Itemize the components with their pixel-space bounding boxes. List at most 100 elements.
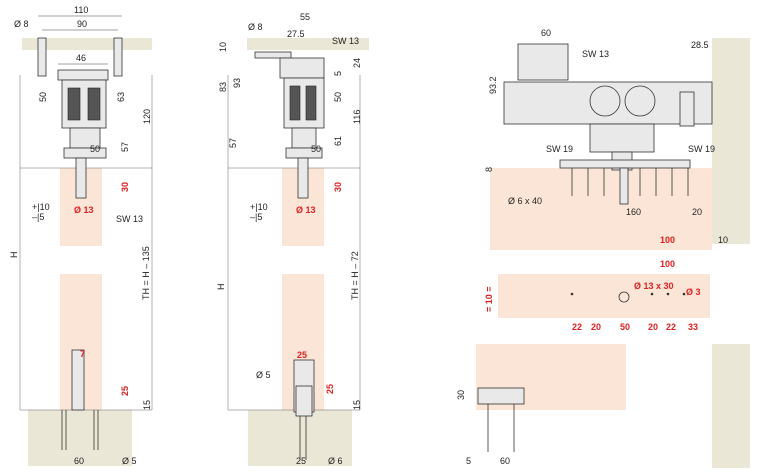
label-h: H	[9, 252, 19, 259]
label-sw13: SW 13	[582, 49, 609, 59]
dim-100: 100	[660, 259, 675, 269]
label-phi3: Ø 3	[686, 287, 701, 297]
mounting-plate	[559, 159, 691, 169]
dim-57: 57	[228, 138, 238, 148]
dim-27-5: 27.5	[287, 29, 305, 39]
label-sw13: SW 13	[116, 214, 143, 224]
end-stop	[679, 91, 695, 127]
dim-160: 160	[626, 207, 641, 217]
dim-61: 61	[333, 136, 343, 146]
dim-bottom-22a: 22	[572, 322, 582, 332]
dim-25-side: 25	[325, 384, 335, 394]
pilot-hole	[666, 292, 670, 296]
dim-100: 100	[660, 235, 675, 245]
door-panel	[490, 168, 712, 250]
floor-screws	[61, 410, 99, 450]
dim-bottom-20a: 20	[591, 322, 601, 332]
dim-30: 30	[333, 182, 343, 192]
dim-5: 5	[333, 71, 343, 76]
label-sw13: SW 13	[332, 36, 359, 46]
pilot-hole	[682, 292, 686, 296]
floor-area	[28, 410, 132, 466]
tolerance-plus: +|10	[250, 202, 268, 212]
wheel-right	[87, 87, 101, 121]
dim-25: 25	[120, 386, 130, 396]
tolerance-plus: +|10	[32, 202, 50, 212]
wall-block	[712, 344, 750, 468]
view-2-side-elevation: 55 Ø 8 27.5 SW 13 10 83 93 24 5 50 116 5…	[216, 12, 369, 466]
dim-57: 57	[120, 142, 130, 152]
label-screw: Ø 6 x 40	[508, 196, 542, 206]
wood-screws	[571, 168, 689, 196]
hanger-bolt	[297, 157, 309, 199]
wall-block	[712, 38, 750, 244]
view-1-front-elevation: 110 90 Ø 8 46 50 63 120 50 57 30 +|10 –|…	[9, 5, 153, 466]
hanger-body	[589, 123, 655, 153]
floor-screw	[299, 416, 307, 460]
dim-30: 30	[456, 390, 466, 400]
side-bolt	[254, 51, 292, 59]
guide-block	[477, 387, 525, 405]
label-sw19-right: SW 19	[688, 144, 715, 154]
dim-90: 90	[77, 19, 87, 29]
center-bolt	[619, 167, 629, 205]
dim-phi13: Ø 13	[296, 205, 316, 215]
dim-50b: 50	[90, 144, 100, 154]
guide-pin	[295, 385, 313, 417]
bolt-right	[113, 37, 123, 77]
dim-93: 93	[232, 78, 242, 88]
wall-bracket	[517, 43, 569, 81]
wheel-left	[67, 87, 81, 121]
dim-25-top: 25	[297, 350, 307, 360]
dim-phi8: Ø 8	[248, 22, 263, 32]
dim-28-5: 28.5	[691, 40, 709, 50]
tolerance-minus: –|5	[250, 212, 262, 222]
dim-83: 83	[218, 82, 228, 92]
rail-plate	[279, 57, 325, 79]
view-4-drill-pattern: 100 Ø 13 x 30 Ø 3 = 10 = 22 20 50 20 22 …	[484, 259, 710, 332]
rail-plate	[57, 69, 109, 81]
dim-phi5: Ø 5	[122, 456, 137, 466]
dim-46: 46	[76, 53, 86, 63]
view-5-floor-guide: 30 5 60	[456, 344, 750, 468]
tolerance-minus: –|5	[32, 212, 44, 222]
dim-8: 8	[484, 167, 494, 172]
wheel-right	[305, 85, 317, 121]
dim-10: = 10 =	[484, 286, 494, 312]
dim-phi8: Ø 8	[14, 19, 29, 29]
label-hole: Ø 13 x 30	[634, 281, 674, 291]
dim-phi13: Ø 13	[74, 205, 94, 215]
dim-30: 30	[120, 182, 130, 192]
dim-bottom-50: 50	[620, 322, 630, 332]
panel-top-edge	[498, 274, 710, 318]
dim-bottom-20b: 20	[648, 322, 658, 332]
pilot-hole	[650, 292, 654, 296]
dim-bottom-33: 33	[688, 322, 698, 332]
bolt-left	[37, 37, 47, 77]
floor-guide	[71, 349, 85, 411]
wheel-1	[589, 85, 621, 117]
dim-20: 20	[692, 207, 702, 217]
dim-116: 116	[352, 110, 362, 124]
dim-15: 15	[352, 400, 362, 410]
wall-strip	[247, 38, 369, 50]
label-th: TH = H – 72	[350, 251, 360, 300]
dim-24: 24	[352, 58, 362, 68]
dim-50b: 50	[311, 144, 321, 154]
dim-60: 60	[74, 456, 84, 466]
dim-110: 110	[74, 5, 88, 15]
dim-15: 15	[142, 400, 152, 410]
dim-25-bottom: 25	[296, 456, 306, 466]
dim-5: 5	[466, 456, 471, 466]
label-sw19-left: SW 19	[546, 144, 573, 154]
dim-10: 10	[218, 42, 228, 52]
dim-120: 120	[142, 109, 152, 124]
wheel-left	[289, 85, 301, 121]
dim-phi5: Ø 5	[256, 370, 271, 380]
dim-10: 10	[718, 235, 728, 245]
dim-bottom-22b: 22	[666, 322, 676, 332]
label-th: TH = H – 135	[141, 246, 151, 300]
dim-60: 60	[541, 28, 551, 38]
drill-hole-13	[618, 291, 630, 303]
